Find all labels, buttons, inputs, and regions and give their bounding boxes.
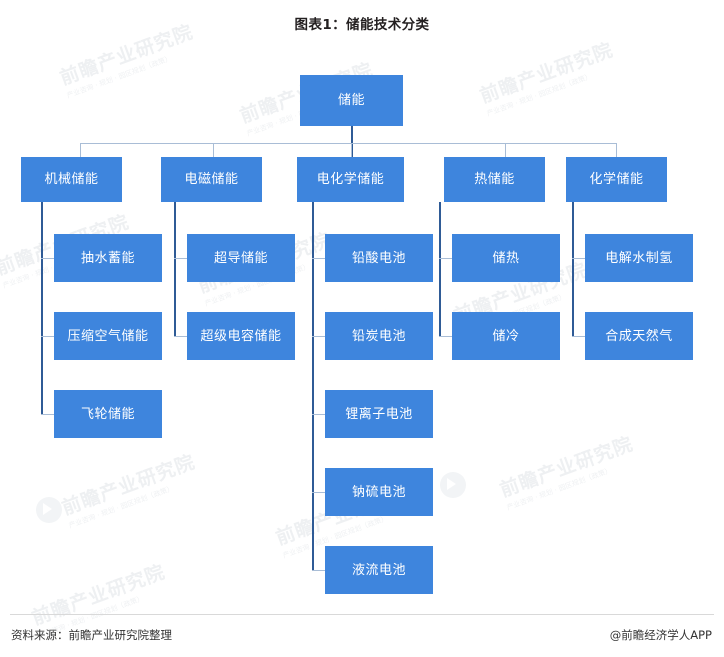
node-water-electrolysis-hydrogen[interactable]: 电解水制氢 [585, 234, 693, 282]
connector-root-bus [80, 143, 616, 144]
connector-spine-mechanical [41, 202, 43, 414]
connector-stub-synthetic-gas [572, 336, 585, 337]
node-lithium-ion-battery[interactable]: 锂离子电池 [325, 390, 433, 438]
node-electrochemical-storage[interactable]: 电化学储能 [297, 157, 404, 202]
page-title: 图表1：储能技术分类 [294, 17, 430, 33]
connector-drop-electromagnetic [213, 143, 214, 159]
connector-stub-water-electrolysis [572, 258, 585, 259]
node-pumped-hydro-storage[interactable]: 抽水蓄能 [54, 234, 162, 282]
node-flywheel-storage[interactable]: 飞轮储能 [54, 390, 162, 438]
node-synthetic-natural-gas[interactable]: 合成天然气 [585, 312, 693, 360]
node-thermal-storage[interactable]: 热储能 [444, 157, 545, 202]
node-compressed-air-storage[interactable]: 压缩空气储能 [54, 312, 162, 360]
brand-attribution: @前瞻经济学人APP [609, 628, 712, 642]
watermark-text: 前瞻产业研究院产业咨询 · 规划 · 园区规划（政策） [59, 450, 199, 530]
connector-stub-heat-storage [439, 258, 452, 259]
connector-stub-sodium-sulfur [312, 492, 325, 493]
connector-spine-electrochemical [312, 202, 314, 570]
connector-drop-mechanical [80, 143, 81, 159]
watermark-text: 前瞻产业研究院产业咨询 · 规划 · 园区规划（政策） [497, 432, 637, 512]
connector-drop-thermal [505, 143, 506, 159]
connector-drop-electrochemical [351, 143, 352, 159]
watermark-play-icon [440, 472, 466, 498]
connector-spine-electromagnetic [174, 202, 176, 336]
node-mechanical-storage[interactable]: 机械储能 [21, 157, 122, 202]
node-supercapacitor-storage[interactable]: 超级电容储能 [187, 312, 295, 360]
connector-stub-cold-storage [439, 336, 452, 337]
watermark-text: 前瞻产业研究院产业咨询 · 规划 · 园区规划（政策） [477, 38, 617, 118]
connector-root-stem [351, 126, 353, 159]
connector-spine-thermal [439, 202, 441, 336]
connector-stub-pumped-hydro [41, 258, 54, 259]
source-note: 资料来源：前瞻产业研究院整理 [11, 628, 172, 642]
node-cold-storage[interactable]: 储冷 [452, 312, 560, 360]
node-lead-acid-battery[interactable]: 铅酸电池 [325, 234, 433, 282]
node-heat-storage[interactable]: 储热 [452, 234, 560, 282]
connector-stub-flywheel [41, 414, 54, 415]
connector-stub-flow-battery [312, 570, 325, 571]
connector-stub-lead-acid [312, 258, 325, 259]
node-root-energy-storage[interactable]: 储能 [300, 75, 403, 126]
connector-stub-superconducting [174, 258, 187, 259]
footer-divider [10, 614, 714, 615]
connector-stub-supercapacitor [174, 336, 187, 337]
node-superconducting-storage[interactable]: 超导储能 [187, 234, 295, 282]
connector-stub-compressed-air [41, 336, 54, 337]
connector-spine-chemical [572, 202, 574, 336]
connector-stub-lead-carbon [312, 336, 325, 337]
node-chemical-storage[interactable]: 化学储能 [566, 157, 667, 202]
connector-drop-chemical [616, 143, 617, 159]
connector-stub-lithium-ion [312, 414, 325, 415]
node-lead-carbon-battery[interactable]: 铅炭电池 [325, 312, 433, 360]
watermark-play-icon [36, 497, 62, 523]
node-sodium-sulfur-battery[interactable]: 钠硫电池 [325, 468, 433, 516]
node-electromagnetic-storage[interactable]: 电磁储能 [161, 157, 262, 202]
node-flow-battery[interactable]: 液流电池 [325, 546, 433, 594]
